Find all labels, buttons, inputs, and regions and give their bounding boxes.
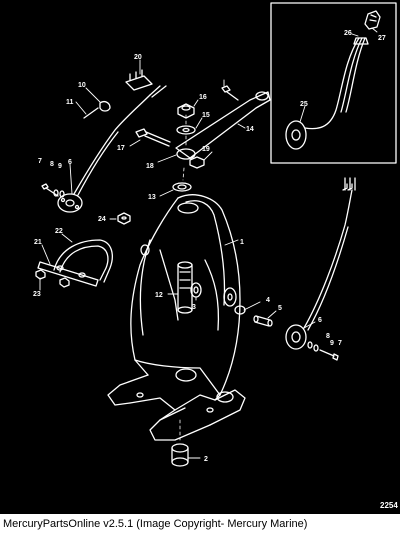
leader-line-1 — [224, 239, 239, 246]
callout-22: 22 — [55, 228, 63, 235]
callout-15: 15 — [202, 112, 210, 119]
leader-line-19 — [203, 151, 213, 161]
clip-20 — [125, 69, 153, 91]
callout-12: 12 — [155, 292, 163, 299]
callout-11: 11 — [66, 99, 74, 106]
inset-frame — [270, 2, 397, 164]
trim-sender-right — [285, 177, 356, 350]
leader-line-10 — [85, 87, 101, 103]
callout-7-left: 7 — [38, 158, 42, 165]
leader-line-25 — [299, 105, 306, 123]
callout-17: 17 — [117, 145, 125, 152]
callout-21: 21 — [34, 239, 42, 246]
leader-line-14 — [237, 123, 246, 129]
copyright-footer: MercuryPartsOnline v2.5.1 (Image Copyrig… — [0, 514, 400, 534]
callout-23: 23 — [33, 291, 41, 298]
leader-line-6l — [69, 163, 73, 195]
leader-line-22 — [61, 233, 73, 243]
leader-line-16 — [193, 99, 199, 107]
callout-20: 20 — [134, 54, 142, 61]
callout-1: 1 — [240, 239, 244, 246]
leader-line-21 — [41, 244, 51, 265]
leader-line-5 — [267, 310, 277, 319]
screw-28 — [221, 85, 239, 101]
callout-7: 7 — [338, 340, 342, 347]
callout-25: 25 — [300, 101, 308, 108]
trim-sender-left — [57, 85, 167, 213]
washer-13 — [172, 182, 192, 192]
callout-8-left: 8 — [50, 161, 54, 168]
bushing-5 — [253, 315, 273, 327]
leader-line-27 — [371, 27, 378, 33]
callout-26: 26 — [344, 30, 352, 37]
leader-line-6r — [303, 321, 316, 329]
nut-16 — [177, 103, 195, 119]
callout-13: 13 — [148, 194, 156, 201]
callout-24: 24 — [98, 216, 106, 223]
callout-5: 5 — [278, 305, 282, 312]
nut-19 — [189, 156, 205, 169]
washer-15 — [176, 125, 196, 135]
steering-arm — [175, 91, 271, 160]
callout-6: 6 — [318, 317, 322, 324]
callout-14: 14 — [246, 126, 254, 133]
leader-line-18 — [157, 154, 177, 163]
swivel-pin — [177, 261, 193, 314]
screws-right — [307, 341, 339, 361]
callout-2: 2 — [204, 456, 208, 463]
callout-10: 10 — [78, 82, 86, 89]
swivel-bracket — [107, 194, 246, 441]
lower-bushing — [171, 443, 189, 467]
exploded-parts-diagram: 1 2 3 4 5 6 7 8 9 12 13 14 15 16 17 18 1… — [33, 2, 398, 510]
inset-trim-sender-assembly — [285, 10, 381, 150]
axis-dash-top — [182, 114, 187, 181]
figure-number: 2254 — [380, 501, 398, 510]
u-bolt-assembly — [35, 239, 113, 288]
callout-6-left: 6 — [68, 159, 72, 166]
callout-4: 4 — [266, 297, 270, 304]
leader-line-13 — [159, 189, 174, 197]
callout-16: 16 — [199, 94, 207, 101]
leader-line-4 — [243, 301, 261, 311]
callout-9-left: 9 — [58, 163, 62, 170]
leader-line-26 — [351, 33, 359, 37]
leader-line-17 — [129, 139, 141, 147]
nut-24 — [117, 212, 131, 225]
leader-line-11 — [75, 101, 87, 115]
callout-27: 27 — [378, 35, 386, 42]
callout-8: 8 — [326, 333, 330, 340]
callout-9: 9 — [330, 340, 334, 347]
screws-7-8-9 — [41, 183, 65, 198]
callout-18: 18 — [146, 163, 154, 170]
washer-15-hole — [182, 127, 190, 133]
callout-3: 3 — [192, 304, 196, 311]
washer-13-hole — [177, 184, 187, 190]
callout-19: 19 — [202, 146, 210, 153]
bolt-17 — [135, 128, 171, 147]
leader-line-15 — [195, 117, 203, 129]
